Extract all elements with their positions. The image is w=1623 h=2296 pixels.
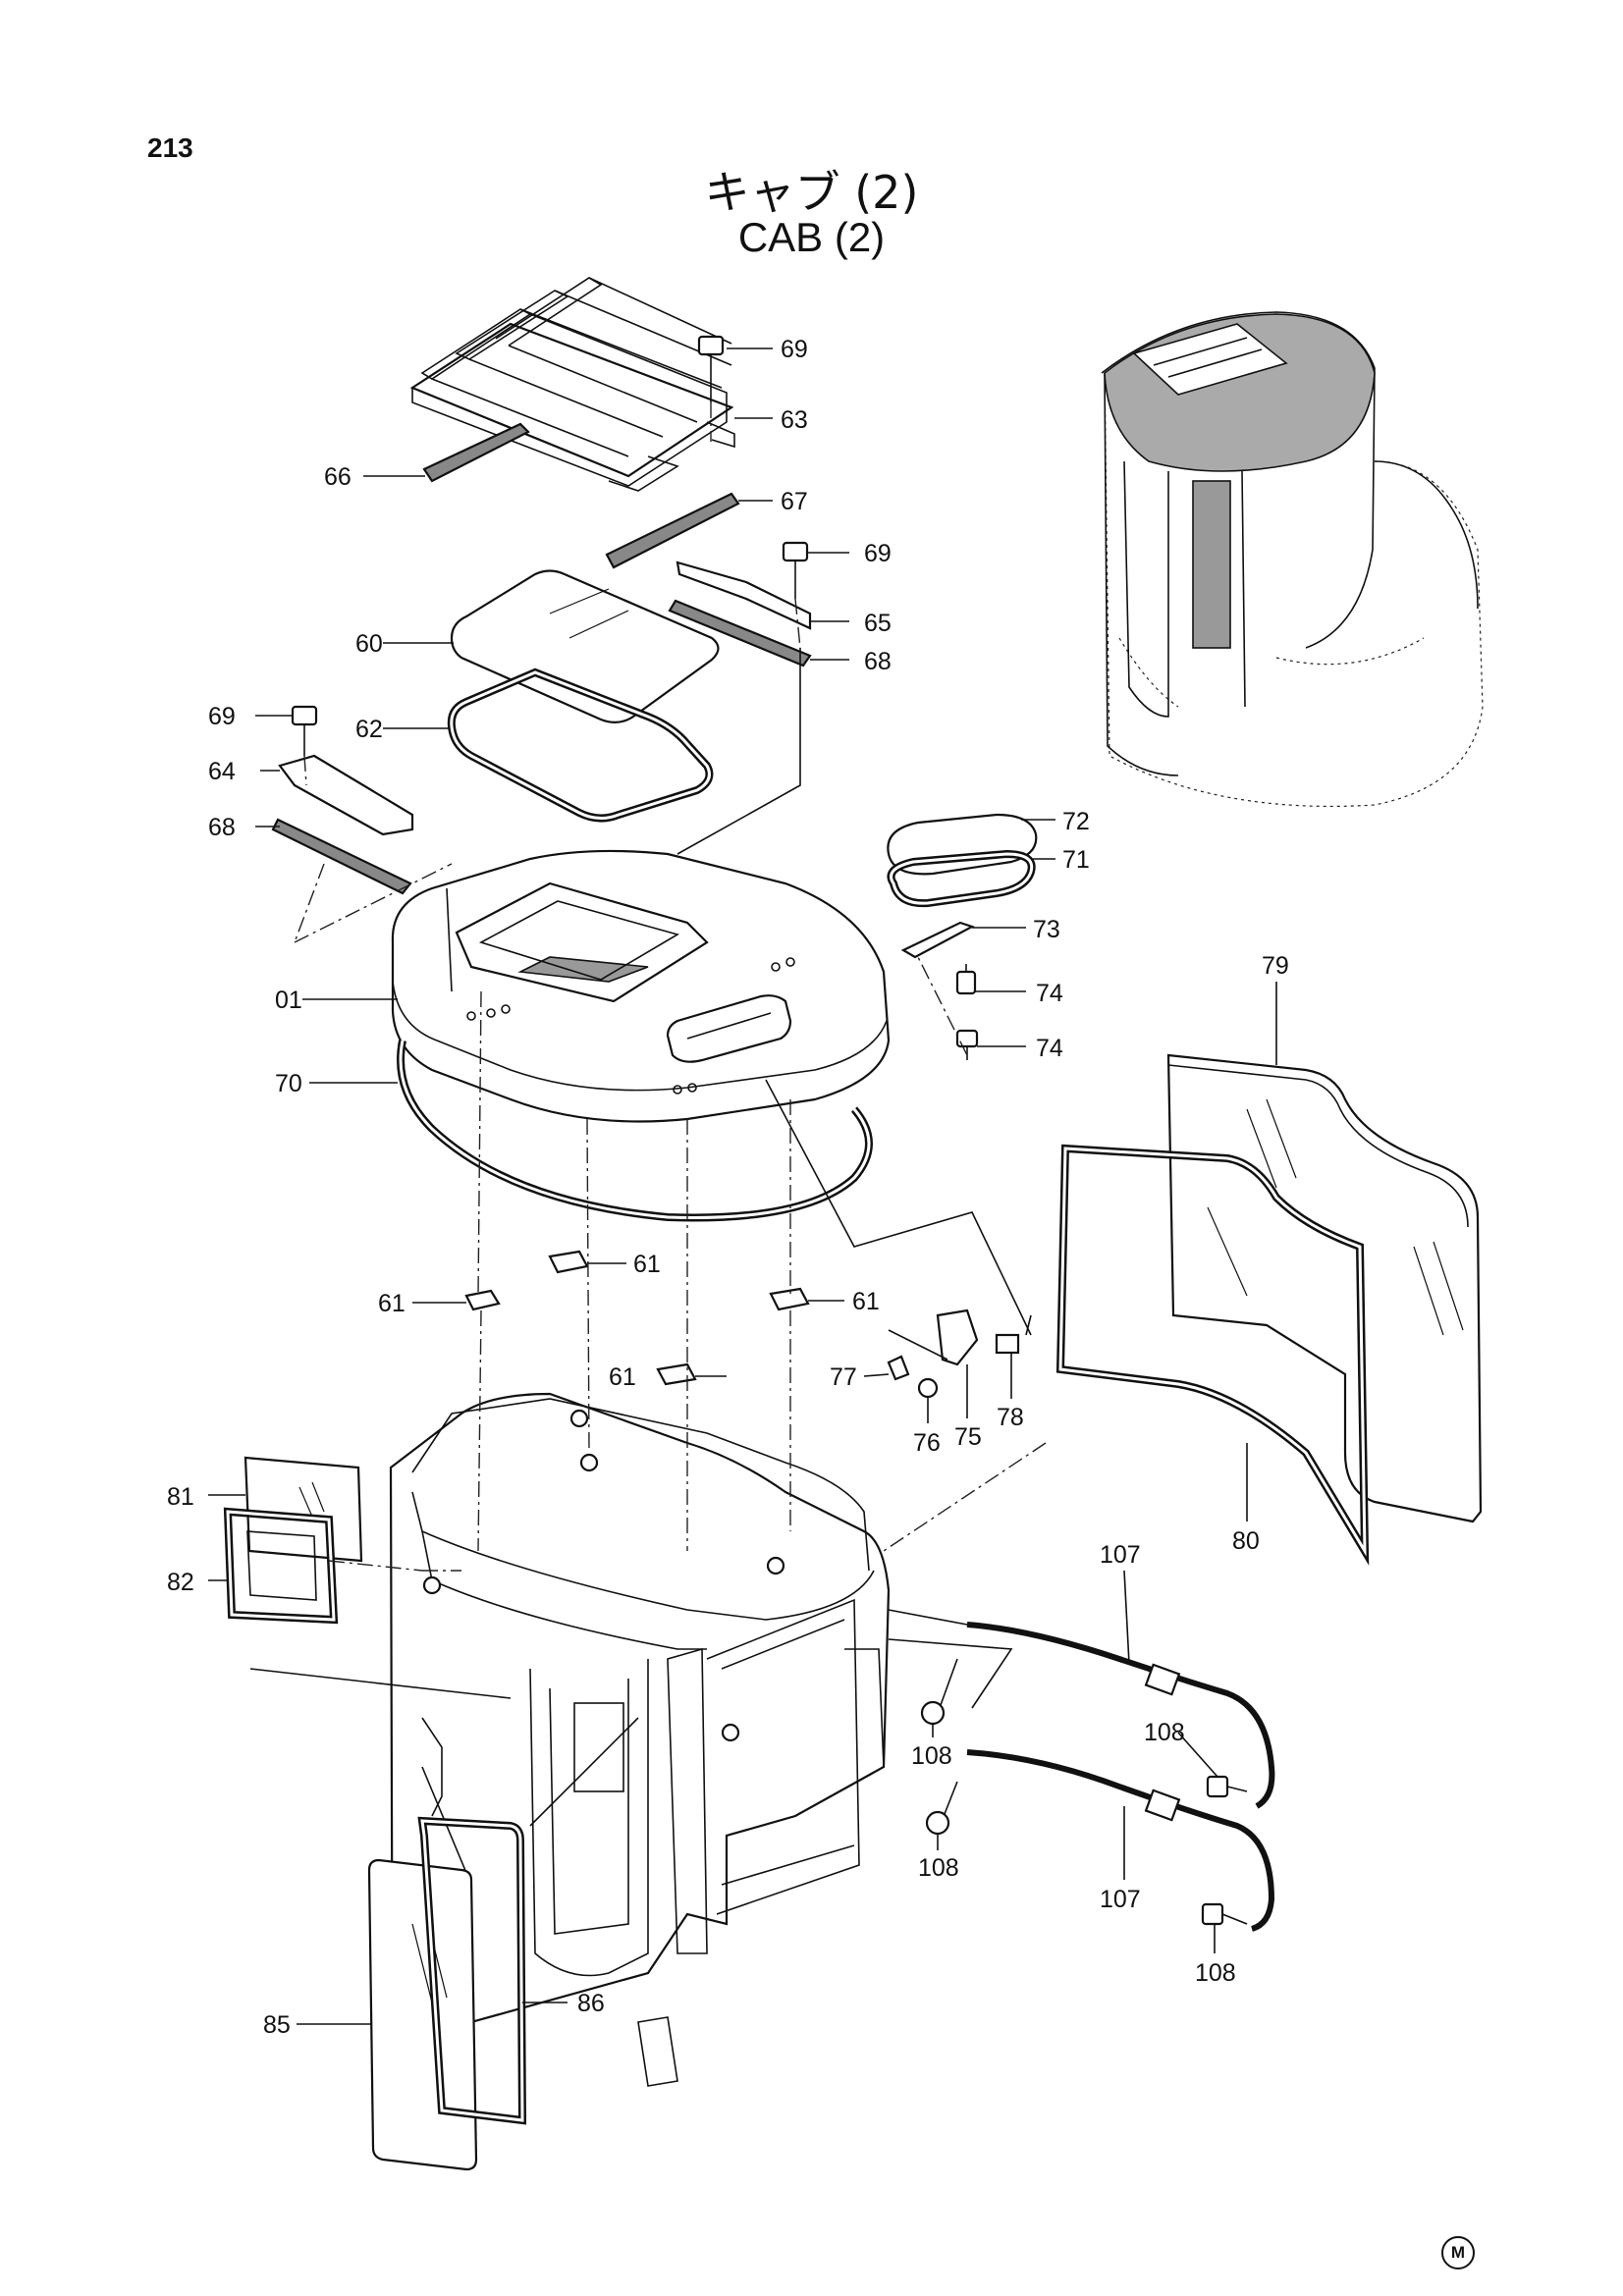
handrail-107-upper (966, 1622, 1275, 1809)
label-82: 82 (167, 1569, 194, 1596)
window-gasket-86 (417, 1816, 527, 2125)
label-79: 79 (1262, 952, 1289, 980)
label-108-b: 108 (1144, 1719, 1185, 1746)
screw-74-lower (955, 1029, 979, 1060)
manufacturer-mark: M (1441, 2236, 1475, 2269)
cab-body (389, 1392, 891, 2157)
plate-61-c (769, 1287, 810, 1311)
label-61-d: 61 (609, 1363, 636, 1391)
page-number: 213 (147, 133, 193, 163)
plate-61-b (548, 1250, 589, 1274)
roof-guard (409, 277, 735, 492)
part-labels: 69 63 66 67 69 65 60 68 69 62 64 68 72 7… (167, 336, 1289, 2039)
bolt-108-a (920, 1658, 958, 1726)
plate-61-d (656, 1362, 697, 1386)
label-107-a: 107 (1100, 1541, 1141, 1569)
label-69-c: 69 (208, 703, 236, 730)
label-74-a: 74 (1036, 980, 1063, 1007)
strip-66 (422, 422, 530, 483)
label-81: 81 (167, 1483, 194, 1511)
label-75: 75 (954, 1423, 982, 1451)
label-67: 67 (781, 488, 808, 515)
bolt-108-c (1206, 1775, 1248, 1798)
assembly-lines (249, 402, 1047, 1827)
label-60: 60 (355, 630, 383, 658)
side-window-gasket-82 (223, 1507, 339, 1625)
gasket-62 (447, 667, 714, 823)
label-108-c: 108 (918, 1854, 959, 1882)
label-64: 64 (208, 758, 236, 785)
door-gasket-80 (1055, 1144, 1370, 1566)
label-85: 85 (263, 2011, 291, 2039)
strip-67 (605, 492, 740, 569)
roof-glass-60 (450, 569, 720, 723)
roof-panel-01 (391, 849, 891, 1123)
plate-78 (995, 1333, 1020, 1355)
gasket-70 (397, 1040, 873, 1222)
title-english: CAB (2) (737, 214, 886, 260)
label-76: 76 (913, 1429, 941, 1457)
leader-lines (208, 347, 1277, 2025)
label-108-a: 108 (911, 1742, 952, 1770)
title-japanese: キャブ (2) (704, 166, 919, 219)
window-glass-85 (367, 1858, 478, 2171)
door-glass-79 (1166, 1053, 1483, 1523)
bolt-108-b (925, 1781, 958, 1836)
screw-74-upper (955, 964, 977, 995)
cover-64 (278, 754, 414, 836)
label-61-a: 61 (378, 1290, 406, 1317)
cab-overview-illustration (1101, 311, 1484, 807)
label-73: 73 (1033, 916, 1060, 943)
gasket-71 (887, 849, 1036, 908)
label-68-b: 68 (208, 814, 236, 841)
label-69-a: 69 (781, 336, 808, 363)
handrail-107-lower (966, 1749, 1275, 1932)
strip-68-right (668, 599, 812, 667)
cover-65 (676, 561, 812, 630)
plate-61-a (464, 1289, 501, 1311)
label-80: 80 (1232, 1527, 1260, 1555)
label-65: 65 (864, 610, 892, 637)
label-01: 01 (275, 987, 302, 1014)
label-69-b: 69 (864, 540, 892, 567)
side-window-81 (243, 1456, 363, 1563)
label-61-c: 61 (852, 1288, 880, 1315)
bolt-69-top (697, 335, 725, 402)
label-66: 66 (324, 463, 352, 491)
label-71: 71 (1062, 846, 1090, 874)
label-86: 86 (577, 1990, 605, 2017)
bolt-69-left (291, 705, 318, 756)
bolt-108-d (1201, 1902, 1248, 1926)
label-78: 78 (997, 1404, 1024, 1431)
screw-76 (917, 1377, 939, 1399)
label-68-a: 68 (864, 648, 892, 675)
latch-75 (936, 1308, 979, 1366)
label-61-b: 61 (633, 1251, 661, 1278)
label-62: 62 (355, 716, 383, 743)
bolt-69-middle (782, 541, 809, 599)
label-63: 63 (781, 406, 808, 434)
label-70: 70 (275, 1070, 302, 1097)
label-72: 72 (1062, 808, 1090, 835)
screw-77 (887, 1355, 910, 1381)
label-108-d: 108 (1195, 1959, 1236, 1987)
bracket-73 (900, 921, 975, 959)
label-77: 77 (830, 1363, 857, 1391)
label-74-b: 74 (1036, 1035, 1063, 1062)
label-107-b: 107 (1100, 1886, 1141, 1913)
